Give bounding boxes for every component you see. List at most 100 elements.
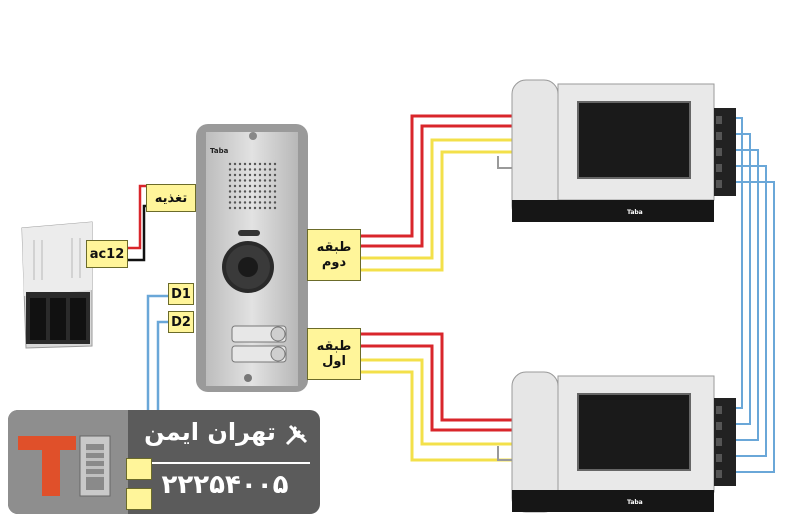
- grille-dot: [258, 190, 262, 193]
- grille-dot: [263, 206, 267, 210]
- grille-dot: [233, 173, 237, 177]
- floor2-label-line1: طبقه: [316, 240, 352, 255]
- tools-icon: [285, 424, 308, 446]
- grille-dot: [238, 201, 242, 204]
- grille-dot: [268, 168, 272, 171]
- grille-dot: [273, 184, 277, 188]
- grille-dot: [248, 184, 252, 188]
- grille-dot: [258, 201, 262, 204]
- grille-dot: [228, 162, 232, 166]
- grille-dot: [238, 206, 242, 210]
- floor2-wires: [361, 114, 520, 272]
- floor2-label: طبقه دوم: [307, 229, 361, 281]
- grille-dot: [243, 206, 247, 210]
- monitor-top-terminals: [716, 116, 722, 188]
- power-supply: [21, 221, 93, 349]
- grille-dot: [228, 179, 232, 182]
- grille-dot: [268, 195, 272, 199]
- floor2-label-line2: دوم: [321, 255, 347, 270]
- terminal-stub-2: [126, 488, 152, 510]
- floor1-label-line1: طبقه: [316, 339, 352, 354]
- call-button-2: [270, 346, 286, 362]
- grille-dot: [253, 162, 257, 166]
- grille-dot: [263, 184, 267, 188]
- grille-dot: [263, 195, 267, 199]
- grille-dot: [268, 173, 272, 177]
- grille-dot: [258, 195, 262, 199]
- grille-dot: [243, 201, 247, 204]
- grille-dot: [253, 179, 257, 182]
- grille-dot: [233, 201, 237, 204]
- ac-label: ac12: [86, 240, 128, 268]
- brand-logo-icon: [8, 410, 128, 514]
- monitor-bottom-terminals: [716, 406, 722, 478]
- grille-dot: [253, 168, 257, 171]
- grille-dot: [253, 173, 257, 177]
- brand-divider: [138, 462, 310, 464]
- grille-dot: [248, 190, 252, 193]
- grille-dot: [268, 206, 272, 210]
- grille-dot: [273, 190, 277, 193]
- grille-dot: [233, 179, 237, 182]
- grille-dot: [248, 179, 252, 182]
- grille-dot: [243, 179, 247, 182]
- grille-dot: [238, 195, 242, 199]
- panel-screw-icon: [244, 374, 252, 382]
- monitor-bottom-brand: Taba: [627, 499, 643, 506]
- speaker-grille-icon: [228, 162, 277, 210]
- grille-dot: [263, 168, 267, 171]
- grille-dot: [258, 168, 262, 171]
- grille-dot: [228, 173, 232, 177]
- grille-dot: [228, 184, 232, 188]
- floor1-label: طبقه اول: [307, 328, 361, 380]
- grille-dot: [243, 162, 247, 166]
- grille-dot: [238, 168, 242, 171]
- monitor-bottom: Taba: [511, 371, 736, 513]
- monitor-top: Taba: [511, 79, 736, 222]
- grille-dot: [248, 173, 252, 177]
- grille-dot: [263, 201, 267, 204]
- grille-dot: [248, 195, 252, 199]
- grille-dot: [273, 206, 277, 210]
- grille-dot: [273, 195, 277, 199]
- grille-dot: [233, 190, 237, 193]
- grille-dot: [233, 162, 237, 166]
- grille-dot: [263, 162, 267, 166]
- grille-dot: [233, 206, 237, 210]
- grille-dot: [253, 206, 257, 210]
- grille-dot: [263, 179, 267, 182]
- grille-dot: [273, 179, 277, 182]
- grille-dot: [273, 173, 277, 177]
- floor1-label-line2: اول: [322, 354, 346, 369]
- grille-dot: [238, 162, 242, 166]
- grille-dot: [253, 184, 257, 188]
- grille-dot: [228, 206, 232, 210]
- grille-dot: [258, 173, 262, 177]
- grille-dot: [243, 184, 247, 188]
- grille-dot: [233, 168, 237, 171]
- grille-dot: [228, 201, 232, 204]
- grille-dot: [233, 195, 237, 199]
- monitor-interconnect-wires: [736, 117, 775, 473]
- floor1-wires: [361, 332, 520, 462]
- grille-dot: [268, 201, 272, 204]
- grille-dot: [243, 173, 247, 177]
- grille-dot: [228, 195, 232, 199]
- monitor-top-brand: Taba: [627, 209, 643, 216]
- grille-dot: [258, 179, 262, 182]
- grille-dot: [253, 190, 257, 193]
- grille-dot: [243, 168, 247, 171]
- grille-dot: [273, 162, 277, 166]
- panel-brand: Taba: [210, 147, 229, 155]
- grille-dot: [228, 168, 232, 171]
- grille-dot: [258, 184, 262, 188]
- grille-dot: [268, 190, 272, 193]
- call-button-1: [270, 326, 286, 342]
- grille-dot: [268, 179, 272, 182]
- grille-dot: [258, 206, 262, 210]
- grille-dot: [248, 201, 252, 204]
- grille-dot: [268, 162, 272, 166]
- grille-dot: [263, 173, 267, 177]
- terminal-stub-1: [126, 458, 152, 480]
